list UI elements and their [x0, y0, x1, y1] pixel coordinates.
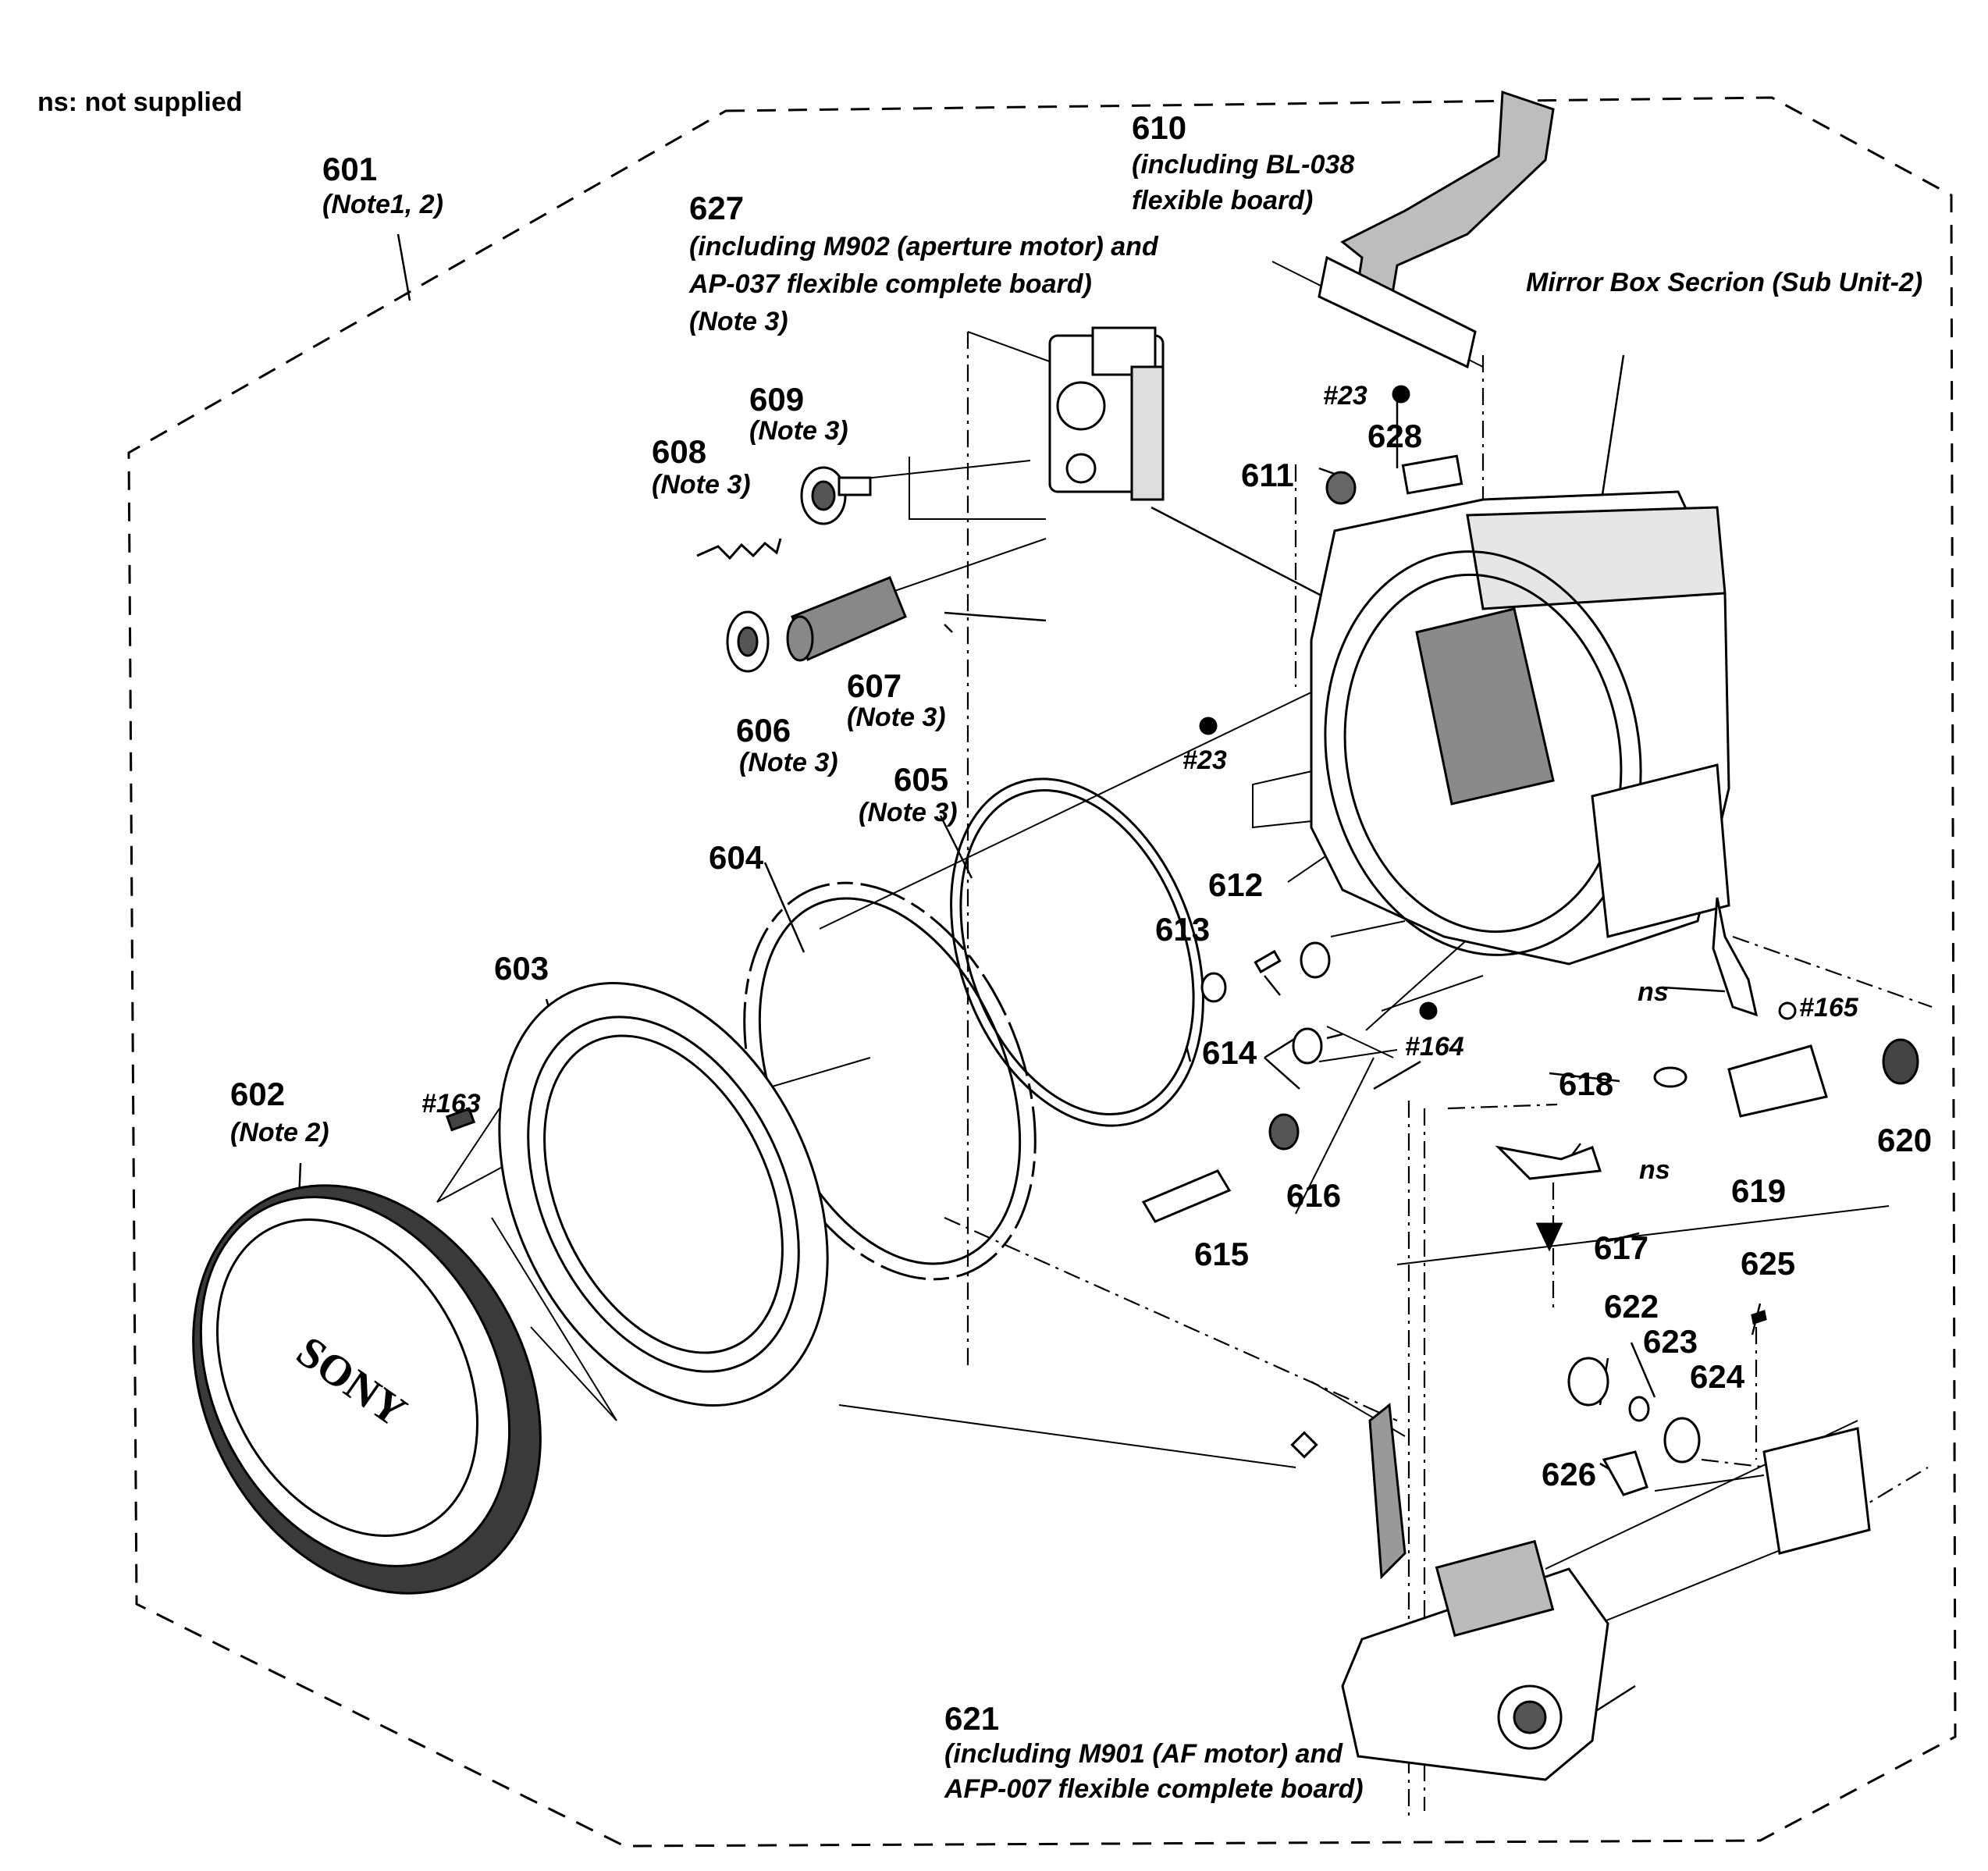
label-611: 611 [1241, 457, 1294, 493]
label-612: 612 [1208, 866, 1264, 903]
screw-164 [1419, 1001, 1438, 1020]
desc-621-line1: (including M901 (AF motor) and [944, 1739, 1343, 1769]
label-626: 626 [1542, 1456, 1597, 1492]
part-603-lens-mount [498, 982, 829, 1407]
part-609-gear [800, 466, 872, 525]
label-615: 615 [1194, 1236, 1250, 1272]
part-614b [1292, 1027, 1323, 1065]
part-610-flex-board [1318, 90, 1555, 369]
label-617: 617 [1594, 1229, 1649, 1266]
note-601: (Note1, 2) [322, 190, 443, 219]
part-loose-bit [1290, 1431, 1318, 1459]
screw-23a [1392, 385, 1410, 404]
label-609: 609 [749, 381, 805, 418]
desc-627-line2: AP-037 flexible complete board) [689, 269, 1092, 299]
screw-165 [1778, 1001, 1797, 1020]
part-602-body-cap [192, 1184, 542, 1595]
label-616: 616 [1286, 1177, 1342, 1214]
label-606: 606 [736, 712, 791, 749]
part-627-aperture-motor [1048, 326, 1165, 501]
label-627: 627 [689, 190, 745, 226]
label-619: 619 [1731, 1172, 1787, 1209]
part-612 [1254, 949, 1282, 974]
part-626 [1602, 1450, 1648, 1496]
label-623: 623 [1643, 1323, 1698, 1360]
label-605: 605 [894, 761, 949, 798]
label-613: 613 [1155, 911, 1211, 948]
part-608-spring [696, 538, 782, 560]
note-602: (Note 2) [230, 1118, 329, 1147]
part-sensor-unit [1762, 1427, 1871, 1555]
label-614: 614 [1202, 1034, 1257, 1071]
part-620 [1882, 1038, 1919, 1085]
part-611 [1325, 471, 1357, 505]
label-620: 620 [1877, 1122, 1933, 1158]
part-615 [1141, 1169, 1232, 1223]
ns-label-2: ns [1639, 1155, 1670, 1185]
part-622 [1567, 1357, 1609, 1407]
screw-label-163: #163 [421, 1089, 481, 1119]
part-619 [1727, 1044, 1828, 1118]
ns-label-1: ns [1638, 977, 1669, 1007]
part-618 [1653, 1066, 1687, 1088]
label-603: 603 [494, 950, 549, 987]
label-608: 608 [652, 433, 707, 470]
screw-label-165: #165 [1799, 993, 1858, 1023]
note-608: (Note 3) [652, 470, 751, 500]
section-title: Mirror Box Secrion (Sub Unit-2) [1526, 268, 1923, 297]
desc-610-line2: flexible board) [1132, 186, 1314, 215]
screw-23b [1199, 717, 1218, 735]
desc-610-line1: (including BL-038 [1132, 150, 1355, 180]
part-ns-spring [1712, 897, 1759, 1017]
part-621-af-motor [1341, 1403, 1609, 1781]
screw-label-23a: #23 [1323, 381, 1367, 411]
desc-621-line2: AFP-007 flexible complete board) [944, 1774, 1364, 1804]
part-614a [1300, 941, 1331, 979]
part-607-worm-gear [786, 576, 907, 662]
screw-163 [445, 1107, 476, 1132]
legend-text: ns: not supplied [37, 87, 243, 117]
part-613 [1200, 972, 1227, 1003]
label-610: 610 [1132, 109, 1187, 146]
desc-627-line3: (Note 3) [689, 307, 788, 336]
part-624 [1663, 1417, 1701, 1464]
part-628 [1401, 454, 1463, 495]
part-ns-bracket [1495, 1145, 1602, 1180]
label-628: 628 [1367, 418, 1423, 454]
note-605: (Note 3) [859, 798, 958, 827]
label-607: 607 [847, 667, 902, 704]
mirror-box-body [1310, 490, 1730, 966]
label-618: 618 [1559, 1065, 1614, 1102]
label-604: 604 [709, 839, 764, 876]
part-616 [1268, 1113, 1300, 1151]
screw-label-164: #164 [1405, 1032, 1464, 1062]
note-606: (Note 3) [739, 748, 838, 777]
part-617 [1535, 1222, 1563, 1252]
part-625 [1751, 1310, 1767, 1325]
assembly-boundary [127, 96, 1957, 1848]
small-parts [445, 385, 1919, 1555]
desc-627-line1: (including M902 (aperture motor) and [689, 232, 1158, 261]
label-601: 601 [322, 151, 378, 187]
label-625: 625 [1741, 1245, 1796, 1282]
part-623 [1628, 1396, 1650, 1422]
note-607: (Note 3) [847, 703, 946, 732]
note-609: (Note 3) [749, 416, 848, 446]
part-606-gear [726, 610, 770, 673]
label-622: 622 [1604, 1288, 1659, 1325]
label-602: 602 [230, 1076, 286, 1112]
part-605-ring [950, 777, 1204, 1127]
screw-label-23b: #23 [1182, 745, 1227, 775]
label-621: 621 [944, 1700, 1000, 1737]
label-624: 624 [1690, 1358, 1745, 1395]
